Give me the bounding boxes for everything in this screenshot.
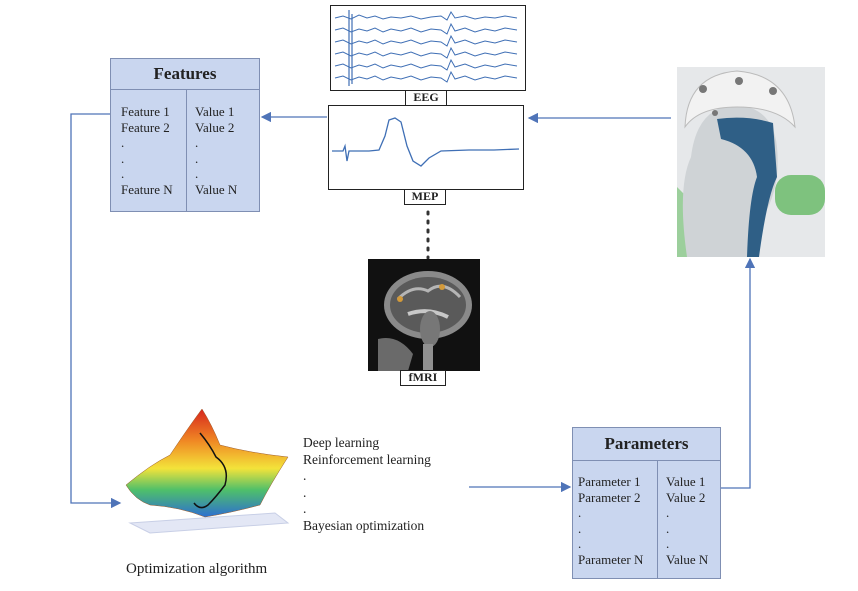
mep-label: MEP [404, 189, 446, 205]
feature-value: . [195, 166, 199, 181]
feature-names: Feature 1 Feature 2 . . . Feature N [121, 104, 173, 197]
arrow-parameters-to-device [721, 257, 756, 489]
feature-name: Feature 1 [121, 104, 170, 119]
parameter-value: . [666, 520, 670, 536]
eeg-panel [330, 5, 526, 91]
feature-name: Feature N [121, 181, 173, 197]
eeg-label: EEG [405, 90, 447, 106]
tms-device-image [677, 67, 825, 257]
parameter-value: . [666, 536, 670, 551]
parameters-table: Parameters Parameter 1 Parameter 2 . . .… [572, 427, 721, 579]
optimization-label: Optimization algorithm [126, 561, 268, 577]
parameter-value: Value 2 [666, 489, 706, 505]
parameter-name: Parameter N [578, 551, 644, 567]
method-item: Reinforcement learning [303, 451, 431, 467]
features-table: Features Feature 1 Feature 2 . . . Featu… [110, 58, 260, 212]
parameter-values: Value 1 Value 2 . . . Value N [666, 474, 708, 567]
parameters-title: Parameters [573, 428, 720, 461]
parameter-name: . [578, 520, 582, 536]
parameter-value: . [666, 505, 670, 520]
parameters-divider [657, 460, 658, 578]
parameter-names: Parameter 1 Parameter 2 . . . Parameter … [578, 474, 643, 567]
mep-panel [328, 105, 524, 190]
parameter-value: Value N [666, 551, 709, 567]
feature-value: Value 2 [195, 119, 235, 135]
feature-name: . [121, 150, 125, 166]
arrow-features-to-optimizer [70, 113, 122, 509]
features-title: Features [111, 59, 259, 90]
feature-value: . [195, 150, 199, 166]
feature-name: Feature 2 [121, 119, 170, 135]
mep-trace [332, 117, 520, 167]
feature-name: . [121, 166, 125, 181]
method-item: Bayesian optimization [303, 517, 425, 533]
parameter-name: Parameter 1 [578, 474, 641, 489]
parameter-name: Parameter 2 [578, 489, 641, 505]
fmri-label: fMRI [400, 370, 446, 386]
parameter-name: . [578, 505, 582, 520]
parameter-name: . [578, 536, 582, 551]
feature-value: Value 1 [195, 104, 235, 119]
method-item: . [303, 484, 307, 500]
method-item: . [303, 468, 307, 483]
feature-name: . [121, 135, 125, 150]
optimization-methods: Deep learning Reinforcement learning . .… [303, 435, 431, 534]
feature-values: Value 1 Value 2 . . . Value N [195, 104, 237, 197]
features-divider [186, 89, 187, 211]
parameter-value: Value 1 [666, 474, 706, 489]
fmri-image [368, 259, 480, 371]
feature-value: Value N [195, 181, 238, 197]
method-item: . [303, 501, 307, 516]
method-item: Deep learning [303, 435, 380, 450]
feature-value: . [195, 135, 199, 150]
eeg-traces [334, 10, 518, 86]
optimization-landscape [120, 405, 290, 535]
